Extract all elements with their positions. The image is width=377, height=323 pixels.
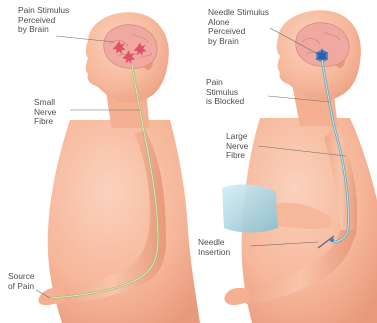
label-pain-blocked: Pain Stimulus is Blocked <box>206 78 244 107</box>
left-figure <box>38 12 200 323</box>
label-large-nerve-fibre: Large Nerve Fibre <box>226 132 248 161</box>
label-needle-alone: Needle Stimulus Alone Perceived by Brain <box>208 8 269 46</box>
right-figure <box>222 10 377 323</box>
label-pain-perceived: Pain Stimulus Perceived by Brain <box>18 6 69 35</box>
label-needle-insertion: Needle Insertion <box>198 238 230 257</box>
sleeve-cuff <box>222 185 278 233</box>
label-source-of-pain: Source of Pain <box>8 272 35 291</box>
label-small-nerve-fibre: Small Nerve Fibre <box>34 98 56 127</box>
